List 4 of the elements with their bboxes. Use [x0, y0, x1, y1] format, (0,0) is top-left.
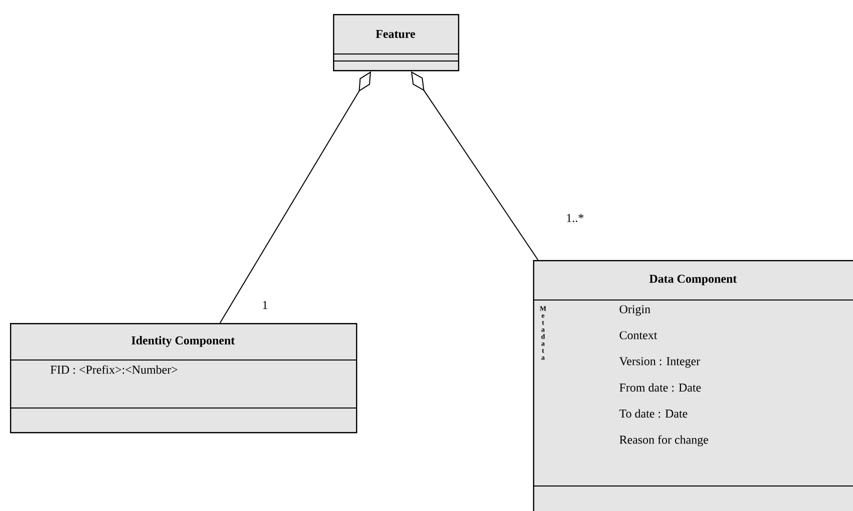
multiplicity-label: 1..* [567, 214, 584, 222]
class-box: Feature [332, 14, 460, 72]
multiplicity-label: 1 [263, 301, 268, 309]
class-box: Identity Component FID : <Prefix>:<Number> [10, 323, 358, 434]
